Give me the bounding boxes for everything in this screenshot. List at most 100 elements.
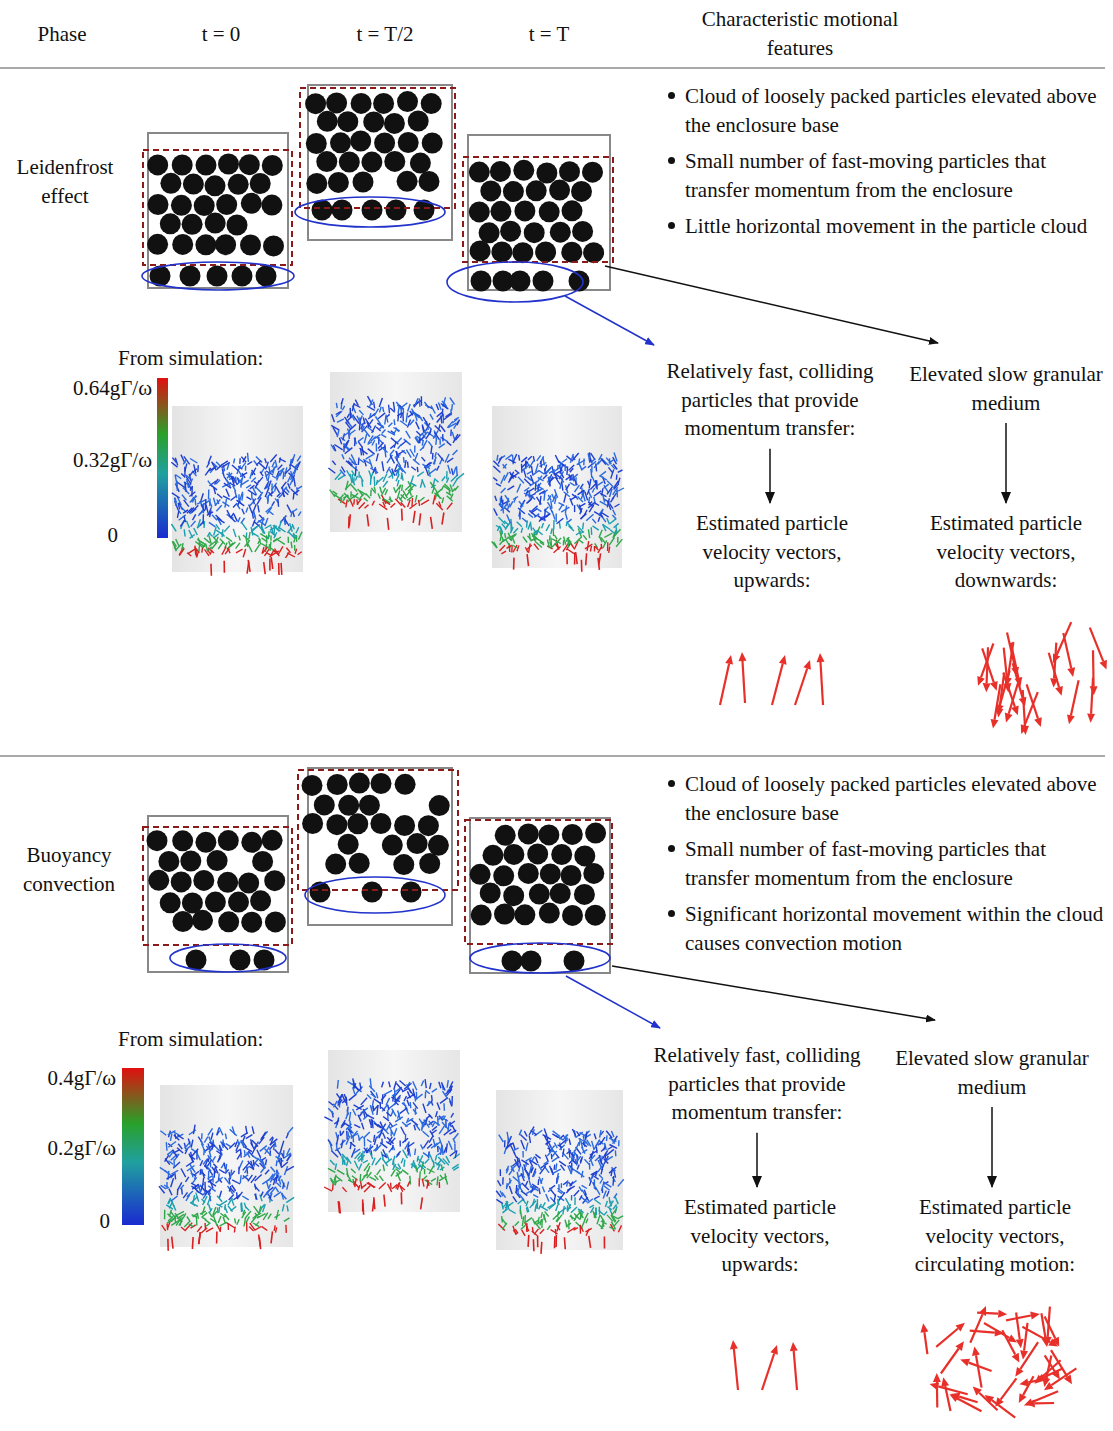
velocity-stroke xyxy=(182,495,187,501)
velocity-stroke xyxy=(355,476,357,481)
particle xyxy=(419,171,440,192)
velocity-stroke xyxy=(428,441,432,447)
velocity-stroke xyxy=(274,1149,278,1154)
velocity-stroke xyxy=(337,430,339,437)
velocity-stroke xyxy=(250,485,255,489)
fast-stroke xyxy=(264,562,266,574)
velocity-stroke xyxy=(235,491,237,498)
velocity-stroke xyxy=(398,406,399,413)
particle xyxy=(205,213,226,234)
fast-stroke xyxy=(349,514,350,526)
velocity-stroke xyxy=(566,467,568,476)
velocity-stroke xyxy=(374,402,375,409)
velocity-stroke xyxy=(540,515,548,520)
velocity-stroke xyxy=(531,537,537,541)
velocity-stroke xyxy=(268,544,270,549)
particle xyxy=(228,174,249,195)
velocity-stroke xyxy=(245,541,250,547)
velocity-stroke xyxy=(208,489,210,499)
velocity-stroke xyxy=(183,529,185,536)
velocity-stroke xyxy=(579,505,581,513)
velocity-stroke xyxy=(447,503,452,510)
velocity-stroke xyxy=(444,484,450,490)
velocity-stroke xyxy=(368,449,375,455)
fast-stroke xyxy=(413,511,415,523)
velocity-stroke xyxy=(425,402,429,408)
velocity-stroke xyxy=(229,541,231,546)
velocity-stroke xyxy=(388,423,392,427)
velocity-stroke xyxy=(259,1137,265,1144)
velocity-stroke xyxy=(352,403,354,411)
particle xyxy=(241,193,262,214)
velocity-stroke xyxy=(227,510,230,516)
velocity-stroke xyxy=(212,1167,217,1173)
velocity-stroke xyxy=(421,396,423,406)
velocity-stroke xyxy=(353,477,355,482)
particle xyxy=(232,266,253,287)
velocity-stroke xyxy=(510,501,513,507)
velocity-stroke xyxy=(556,474,563,479)
velocity-stroke xyxy=(401,485,403,491)
velocity-stroke xyxy=(294,490,300,494)
fast-stroke xyxy=(223,561,225,573)
particle xyxy=(238,873,259,894)
velocity-stroke xyxy=(572,494,577,498)
velocity-stroke xyxy=(245,1166,249,1173)
velocity-stroke xyxy=(250,499,256,506)
particle xyxy=(480,883,501,904)
velocity-stroke xyxy=(277,493,281,497)
velocity-stroke xyxy=(442,476,445,481)
velocity-stroke xyxy=(297,486,302,489)
velocity-stroke xyxy=(242,1196,248,1200)
velocity-stroke xyxy=(347,495,350,501)
velocity-stroke xyxy=(247,453,249,462)
velocity-stroke xyxy=(245,1147,252,1152)
velocity-stroke xyxy=(234,1227,236,1233)
velocity-stroke xyxy=(185,482,186,492)
velocity-stroke xyxy=(406,413,407,423)
particle xyxy=(193,870,214,891)
particle xyxy=(147,154,168,175)
enclosure xyxy=(308,85,452,240)
particle xyxy=(518,823,539,844)
velocity-stroke xyxy=(405,460,406,468)
velocity-stroke xyxy=(183,460,186,465)
velocity-stroke xyxy=(253,1156,258,1159)
velocity-stroke xyxy=(521,528,522,533)
velocity-stroke xyxy=(216,524,220,529)
velocity-stroke xyxy=(399,497,403,502)
velocity-stroke xyxy=(288,476,291,482)
velocity-stroke xyxy=(526,520,528,527)
velocity-stroke xyxy=(575,537,582,544)
velocity-stroke xyxy=(225,549,229,555)
velocity-stroke xyxy=(242,1175,248,1179)
velocity-stroke xyxy=(256,1222,260,1226)
velocity-stroke xyxy=(382,1082,384,1088)
velocity-stroke xyxy=(192,1167,196,1172)
velocity-stroke xyxy=(450,398,455,405)
velocity-stroke xyxy=(442,434,444,441)
velocity-stroke xyxy=(226,1144,231,1147)
velocity-stroke xyxy=(204,538,210,543)
particle xyxy=(513,160,534,181)
fast-stroke xyxy=(199,1232,201,1244)
velocity-stroke xyxy=(390,455,394,463)
velocity-stroke xyxy=(236,549,243,553)
particle xyxy=(316,151,337,172)
particle xyxy=(362,882,383,903)
particle xyxy=(421,93,442,114)
velocity-stroke xyxy=(246,1222,248,1231)
velocity-stroke xyxy=(396,428,399,432)
particle xyxy=(495,825,516,846)
velocity-stroke xyxy=(339,438,341,444)
velocity-stroke xyxy=(347,414,350,418)
velocity-stroke xyxy=(334,445,342,450)
velocity-stroke xyxy=(590,483,596,490)
velocity-stroke xyxy=(589,502,593,507)
velocity-stroke xyxy=(201,504,205,511)
velocity-stroke xyxy=(432,1123,434,1127)
velocity-stroke xyxy=(175,498,177,506)
velocity-stroke xyxy=(171,524,176,531)
velocity-stroke xyxy=(265,458,267,463)
velocity-stroke xyxy=(260,472,263,477)
